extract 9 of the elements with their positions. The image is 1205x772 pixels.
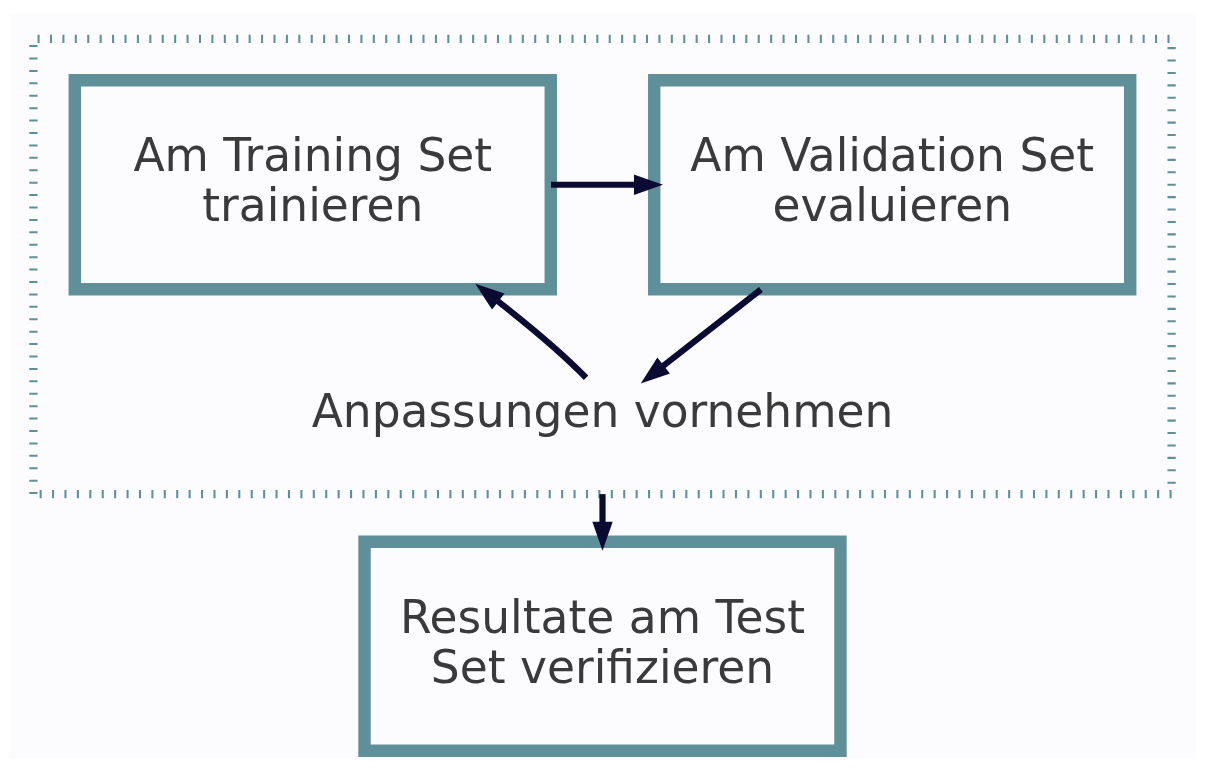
cluster [29,34,1176,498]
node-box: Am Training Set trainieren [68,73,557,295]
node-box: Am Validation Set evaluieren [648,73,1137,295]
arrow [475,283,589,380]
node-text: Anpassungen vornehmen [311,384,894,438]
arrow [592,493,613,551]
arrow [551,174,664,195]
node-box: Resultate am Test Set verifizieren [358,535,847,757]
arrow [640,286,763,384]
